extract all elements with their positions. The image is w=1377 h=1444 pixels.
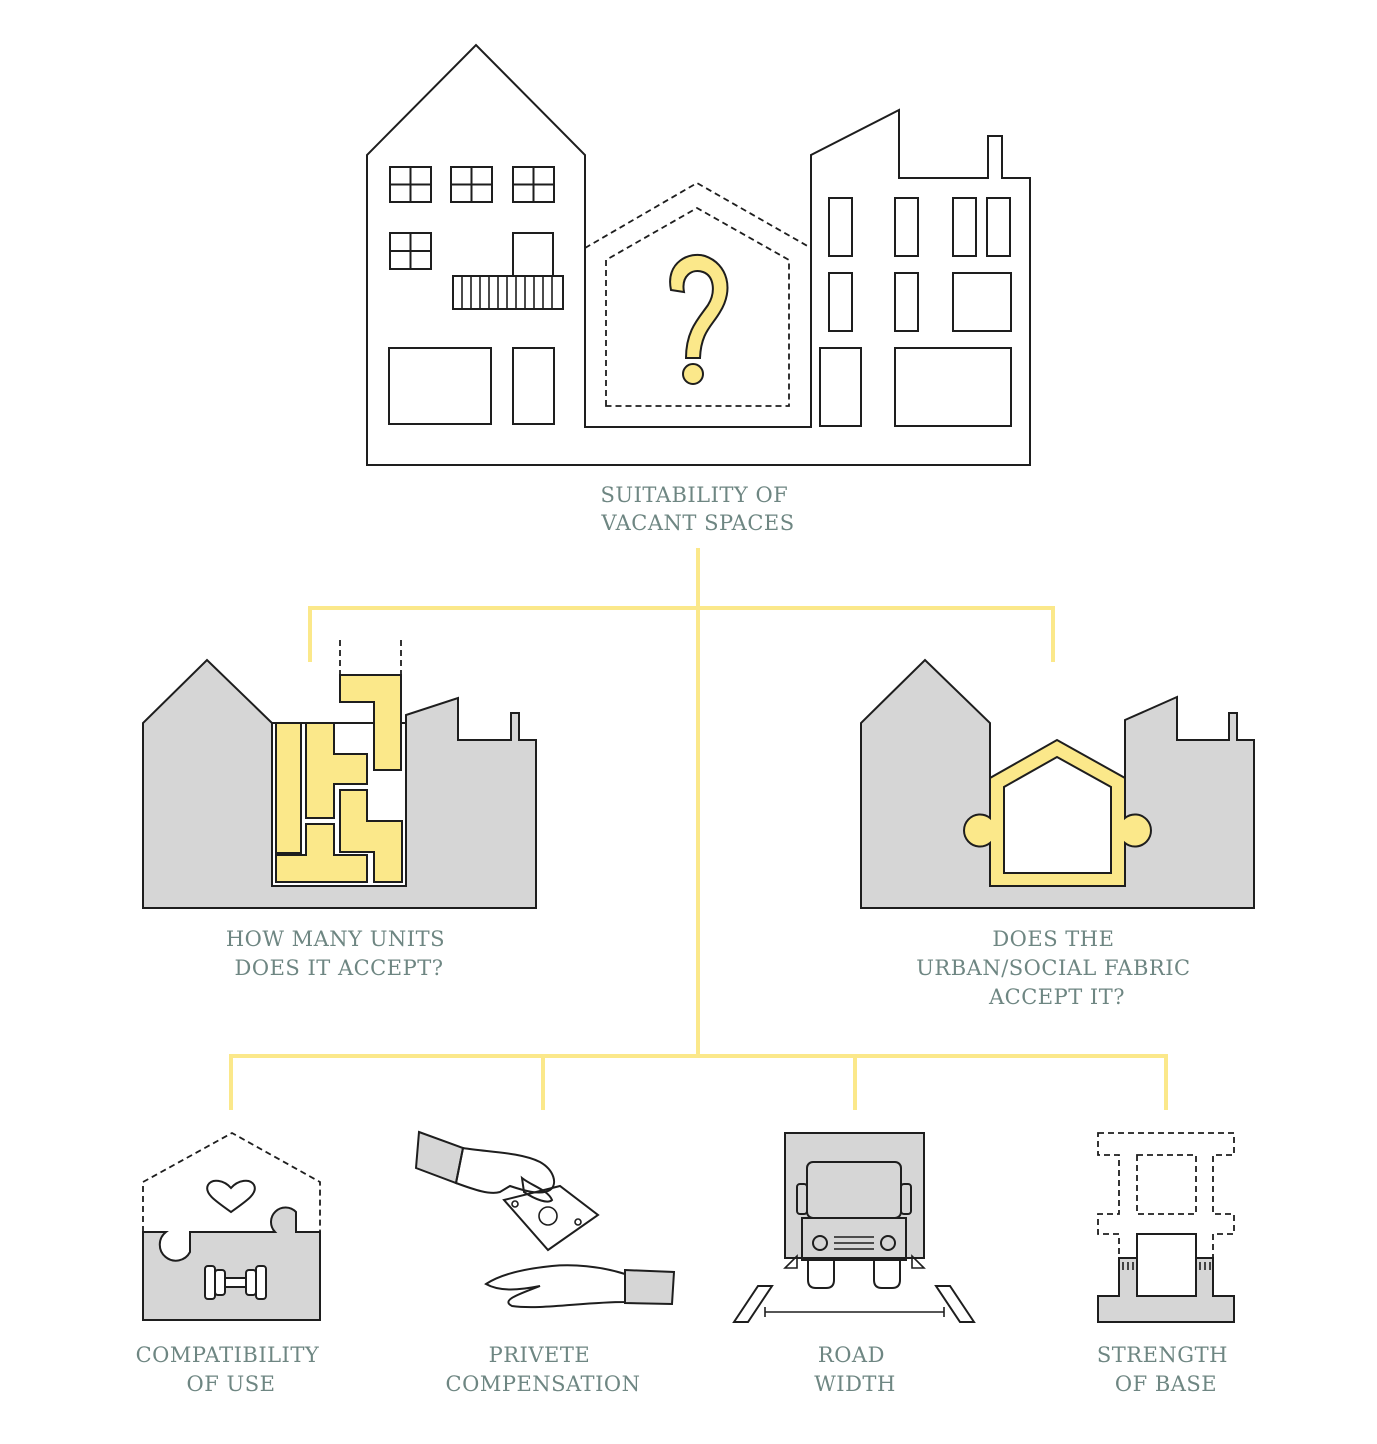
- level2-left-label: HOW MANY UNITS DOES IT ACCEPT?: [226, 927, 452, 980]
- level2-left-label-line-2: DOES IT ACCEPT?: [235, 956, 444, 980]
- compensation-label-line-1: PRIVETE: [489, 1343, 591, 1367]
- level2-right-label-line-2: URBAN/SOCIAL FABRIC: [916, 956, 1190, 980]
- level2-right-label-line-3: ACCEPT IT?: [988, 985, 1125, 1009]
- root-label-line-1: SUITABILITY OF: [601, 483, 789, 507]
- road-width-label: ROAD WIDTH: [814, 1343, 896, 1396]
- strength-label: STRENGTH OF BASE: [1097, 1343, 1235, 1396]
- compatibility-label-line-1: COMPATIBILITY: [136, 1343, 320, 1367]
- level2-right-label-line-1: DOES THE: [992, 927, 1114, 951]
- structure-base-icon: [1097, 1132, 1235, 1323]
- level2-right-label: DOES THE URBAN/SOCIAL FABRIC ACCEPT IT?: [916, 927, 1198, 1009]
- connector-tree: [229, 548, 1168, 1110]
- road-width-label-line-2: WIDTH: [814, 1372, 896, 1396]
- hand-money-icon: [414, 1130, 676, 1309]
- road-width-label-line-1: ROAD: [818, 1343, 885, 1367]
- level2-left-label-line-1: HOW MANY UNITS: [226, 927, 445, 951]
- strength-label-line-1: STRENGTH: [1097, 1343, 1228, 1367]
- puzzle-heart-dumbbell-icon: [142, 1131, 321, 1321]
- truck-road-icon: [732, 1132, 976, 1323]
- compatibility-label-line-2: OF USE: [187, 1372, 276, 1396]
- puzzle-house-icon: [860, 658, 1255, 909]
- stacked-units-icon: [142, 640, 537, 909]
- strength-label-line-2: OF BASE: [1115, 1372, 1217, 1396]
- compatibility-label: COMPATIBILITY OF USE: [136, 1343, 327, 1396]
- root-label: SUITABILITY OF VACANT SPACES: [600, 483, 795, 535]
- compensation-label-line-2: COMPENSATION: [446, 1372, 641, 1396]
- question-mark-house-icon: [366, 43, 1031, 466]
- root-label-line-2: VACANT SPACES: [600, 511, 794, 535]
- compensation-label: PRIVETE COMPENSATION: [446, 1343, 641, 1396]
